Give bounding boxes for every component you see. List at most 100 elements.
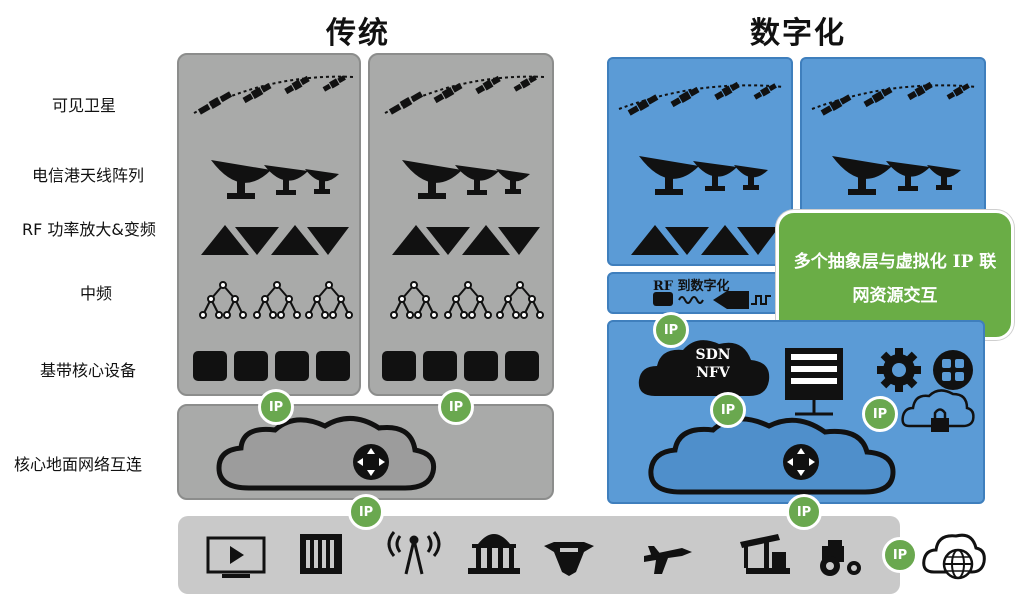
if-node-tree-icon xyxy=(305,281,353,319)
amplifier-triangle-icon xyxy=(307,227,349,255)
amplifier-triangle-icon xyxy=(631,225,679,255)
digital-stack-1 xyxy=(607,57,793,266)
satellite-icon xyxy=(863,86,893,108)
rf-to-digital-label: RF 到数字化 xyxy=(653,279,730,294)
ip-badge: IP xyxy=(786,494,822,530)
dish-antenna-icon xyxy=(264,165,308,195)
callout-text: 多个抽象层与虚拟化 IP 联网资源交互 xyxy=(793,252,997,306)
satellite-icon xyxy=(946,83,970,100)
dish-antenna-icon xyxy=(734,165,768,190)
satellite-icon xyxy=(242,82,272,104)
row-label-baseband: 基带核心设备 xyxy=(40,361,137,380)
amplifier-triangle-icon xyxy=(701,225,749,255)
traditional-stack-2 xyxy=(368,53,554,396)
ip-badge: IP xyxy=(710,392,746,428)
baseband-unit-icon xyxy=(423,351,457,381)
dish-antenna-icon xyxy=(832,156,892,195)
satellite-icon xyxy=(433,82,463,104)
if-node-tree-icon xyxy=(496,281,544,319)
row-label-rf-amplification: RF 功率放大&变频 xyxy=(22,220,156,239)
row-label-satellites: 可见卫星 xyxy=(52,96,117,115)
router-arrows xyxy=(357,448,385,476)
amplifier-triangle-icon xyxy=(235,227,279,255)
radio-tower-icon xyxy=(387,531,441,575)
satellite-icon xyxy=(513,75,537,92)
baseband-unit-icon xyxy=(505,351,539,381)
sdn-nfv-label: SDN NFV xyxy=(693,346,733,382)
rf-digitizer-icon xyxy=(653,291,771,309)
cloud-icon xyxy=(216,416,437,491)
airplane-icon xyxy=(644,546,692,574)
dish-antenna-icon xyxy=(455,165,499,195)
digital-core-graphics xyxy=(638,340,975,495)
amplifier-triangle-icon xyxy=(392,225,440,255)
virtualization-callout: 多个抽象层与虚拟化 IP 联网资源交互 xyxy=(776,210,1014,340)
cloud-lock-icon xyxy=(901,389,975,432)
building-icon xyxy=(300,534,342,574)
dish-antenna-icon xyxy=(211,160,271,199)
tractor-icon xyxy=(820,540,861,576)
end-user-bar xyxy=(178,516,900,594)
digital-stack-1-graphics xyxy=(618,81,785,255)
sdn-label: SDN xyxy=(695,347,731,363)
baseband-unit-icon xyxy=(464,351,498,381)
government-building-icon xyxy=(468,534,520,574)
server-rack-icon xyxy=(785,348,843,416)
amplifier-triangle-icon xyxy=(462,225,510,255)
ip-badge: IP xyxy=(348,494,384,530)
baseband-unit-icon xyxy=(234,351,268,381)
row-label-if: 中频 xyxy=(80,284,113,303)
if-node-tree-icon xyxy=(444,281,492,319)
dish-antenna-icon xyxy=(693,161,737,191)
orbit-path xyxy=(811,84,978,110)
baseband-unit-icon xyxy=(193,351,227,381)
baseband-unit-icon xyxy=(316,351,350,381)
amplifier-triangle-icon xyxy=(426,227,470,255)
amplifier-triangle-icon xyxy=(737,227,779,255)
military-badge-icon xyxy=(544,542,594,576)
oil-pump-icon xyxy=(740,534,790,574)
dish-antenna-icon xyxy=(402,160,462,199)
dish-antenna-icon xyxy=(496,169,530,194)
dish-antenna-icon xyxy=(639,156,699,195)
traditional-stack-1 xyxy=(177,53,361,396)
satellite-icon xyxy=(475,75,501,95)
amplifier-triangle-icon xyxy=(271,225,319,255)
satellite-icon xyxy=(197,91,233,115)
nfv-label: NFV xyxy=(696,365,730,381)
dish-antenna-icon xyxy=(927,165,961,190)
traditional-core-network-panel xyxy=(177,404,554,500)
traditional-cloud-graphics xyxy=(216,416,437,491)
if-node-tree-icon xyxy=(253,281,301,319)
traditional-stack-1-graphics xyxy=(193,75,355,381)
orbit-path xyxy=(618,84,785,110)
end-user-icons xyxy=(206,531,861,578)
satellite-icon xyxy=(753,83,777,100)
satellite-icon xyxy=(627,94,659,116)
satellite-icon xyxy=(322,75,346,92)
ip-badge: IP xyxy=(653,312,689,348)
satellite-icon xyxy=(284,75,310,95)
ip-badge: IP xyxy=(258,389,294,425)
sdn-nfv-cloud-icon xyxy=(638,340,770,396)
router-arrows xyxy=(787,448,815,476)
digital-core-panel: SDN NFV xyxy=(607,320,985,504)
dish-antenna-icon xyxy=(886,161,930,191)
cloud-globe-icon xyxy=(922,533,986,580)
digital-title: 数字化 xyxy=(750,16,846,51)
satellite-icon xyxy=(820,94,852,116)
router-icon xyxy=(353,444,389,480)
gear-icon xyxy=(877,348,921,392)
baseband-unit-icon xyxy=(275,351,309,381)
satellite-icon xyxy=(907,81,933,101)
row-label-core-network: 核心地面网络互连 xyxy=(14,455,143,474)
core-network-cloud-icon xyxy=(648,416,896,495)
apps-icon xyxy=(933,350,973,390)
row-label-antenna-array: 电信港天线阵列 xyxy=(32,166,145,185)
amplifier-triangle-icon xyxy=(665,227,709,255)
digital-stack-2-graphics xyxy=(811,81,978,195)
satellite-icon xyxy=(714,81,740,101)
router-icon xyxy=(783,444,819,480)
ip-badge: IP xyxy=(862,396,898,432)
ip-badge: IP xyxy=(438,389,474,425)
